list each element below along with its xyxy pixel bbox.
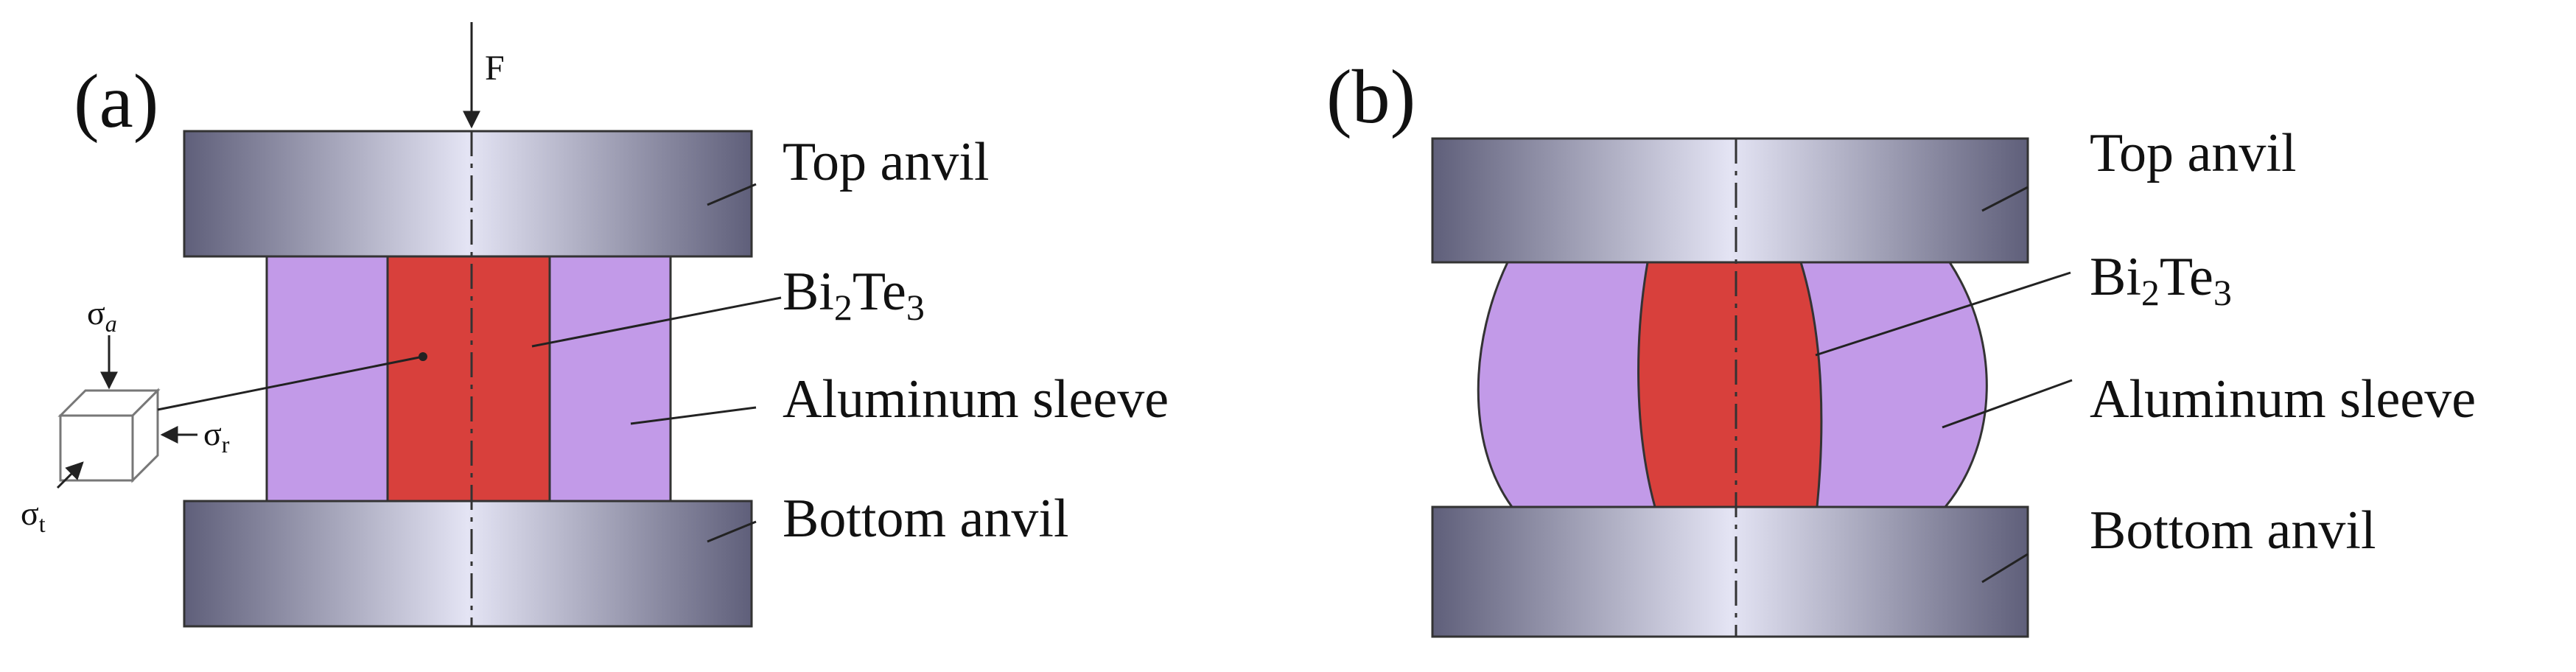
leader-sleeve-b [1942,379,2073,429]
label-bi2te3-b: Bi2Te3 [2090,247,2232,313]
leader-bottom-anvil-b [1981,553,2029,584]
label-bi2te3-a: Bi2Te3 [783,262,925,328]
leader-bi2te3-b [1815,271,2071,357]
bottom-anvil-a [183,500,753,628]
radial-stress-label: σr [203,415,230,458]
top-anvil-a [183,130,753,258]
leader-sleeve-a [630,406,757,425]
panel-b: (b) Top anvil Bi2Te3 Aluminum sleeve Bot… [1326,55,2476,638]
top-anvil-b [1431,137,2029,264]
leader-top-anvil-a [707,183,757,206]
tangential-stress-label: σt [21,494,46,537]
label-sleeve-a: Aluminum sleeve [783,369,1169,430]
panel-b-label: (b) [1326,55,1415,139]
leader-bottom-anvil-a [707,520,757,543]
label-sleeve-b: Aluminum sleeve [2090,369,2476,430]
leader-top-anvil-b [1981,186,2029,212]
bottom-anvil-b [1431,505,2029,638]
label-top-anvil-b: Top anvil [2090,123,2297,183]
axial-stress-label: σa [87,294,117,337]
label-bottom-anvil-b: Bottom anvil [2090,500,2376,561]
bi2te3-sample-b [1637,261,1823,508]
bi2te3-sample-a [386,255,551,503]
force-label: F [485,49,505,88]
stress-element-cube [57,388,161,483]
label-top-anvil-a: Top anvil [783,132,990,192]
panel-a: (a) F σa σr σt [21,22,1169,628]
label-bottom-anvil-a: Bottom anvil [783,489,1069,549]
leader-bi2te3-a [531,296,782,348]
tangential-stress-arrow [56,461,84,489]
panel-a-label: (a) [74,59,158,144]
cube-leader-line [157,355,424,411]
